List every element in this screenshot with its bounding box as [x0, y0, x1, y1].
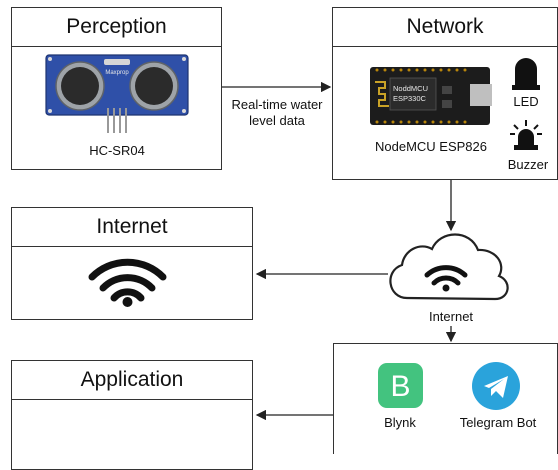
blynk-label: Blynk [384, 415, 416, 430]
buzzer-icon [510, 120, 542, 150]
blynk-letter: B [390, 370, 410, 403]
telegram-icon [472, 362, 520, 410]
sensor-label: HC-SR04 [89, 143, 145, 158]
sensor-brand-text: Maxprop [105, 70, 129, 76]
application-title: Application [12, 361, 252, 400]
link-label-line2: level data [249, 113, 305, 128]
buzzer-label: Buzzer [507, 157, 549, 172]
nodemcu-board-icon [370, 67, 492, 125]
network-title: Network [333, 8, 557, 47]
internet-title: Internet [12, 208, 252, 247]
cloud-label: Internet [428, 309, 474, 324]
board-chip-line2: ESP330C [393, 94, 427, 103]
led-icon [512, 58, 540, 90]
telegram-label: Telegram Bot [459, 415, 537, 430]
led-label: LED [513, 94, 539, 109]
cloud-wifi-dot [442, 284, 450, 292]
blynk-icon [378, 363, 423, 408]
link-label-line1: Real-time water [231, 97, 323, 112]
wifi-dot [122, 297, 133, 307]
diagram-graphics: Maxprop NoddMCU ESP330C [45, 54, 542, 421]
perception-title: Perception [12, 8, 221, 47]
cloud-wifi-icon [424, 265, 468, 286]
board-chip-line1: NoddMCU [393, 84, 428, 93]
board-label: NodeMCU ESP826 [375, 139, 487, 154]
wifi-icon [88, 258, 167, 302]
ultrasonic-sensor-icon [45, 54, 189, 133]
